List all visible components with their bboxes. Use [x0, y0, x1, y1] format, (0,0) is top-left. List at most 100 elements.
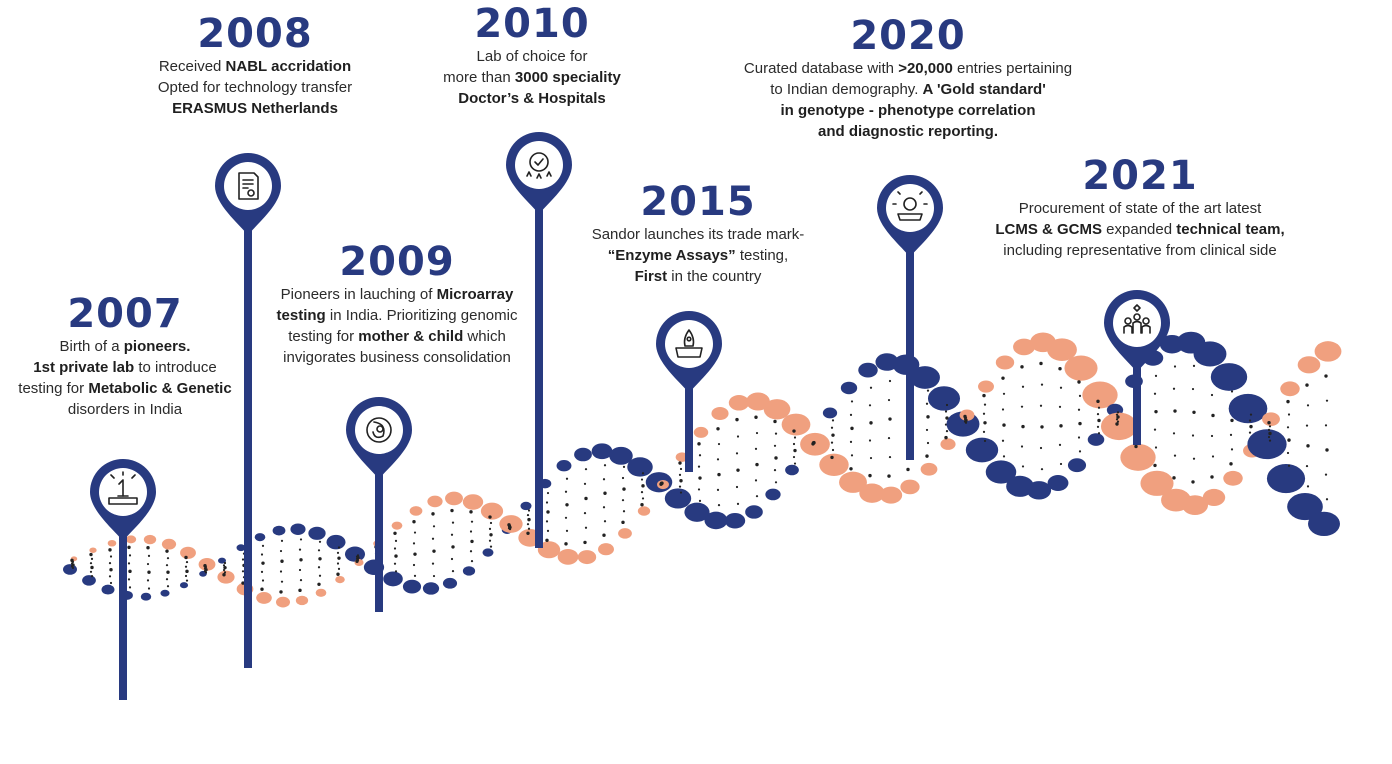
dna-rung-dot — [1097, 418, 1101, 423]
dna-rung-dot — [584, 526, 588, 529]
dna-strand-navy-dot — [965, 437, 999, 463]
dna-rung-dot — [299, 538, 303, 541]
dna-rung-dot — [165, 549, 169, 553]
dna-rung-dot — [450, 533, 454, 536]
dna-rung-dot — [1248, 431, 1252, 434]
dna-rung-dot — [887, 474, 891, 478]
dna-rung-dot — [888, 455, 892, 459]
dna-rung-dot — [261, 561, 265, 565]
dna-rung-dot — [603, 491, 607, 495]
pin-icon-background — [886, 184, 934, 232]
dna-rung-dot — [1001, 408, 1005, 411]
dna-rung-dot — [431, 512, 435, 516]
dna-rung-dot — [1211, 413, 1215, 418]
dna-rung-dot — [109, 581, 113, 585]
dna-rung-dot — [1097, 432, 1101, 435]
dna-rung-dot — [185, 579, 189, 582]
dna-rung-dot — [393, 547, 397, 550]
dna-rung-dot — [564, 542, 568, 546]
dna-rung-dot — [1192, 364, 1196, 367]
dna-rung-dot — [526, 523, 530, 526]
dna-rung-dot — [279, 590, 283, 594]
dna-rung-dot — [413, 552, 417, 556]
dna-rung-dot — [602, 533, 606, 537]
timeline-pin-2010 — [506, 132, 572, 548]
dna-rung-dot — [792, 442, 796, 446]
dna-rung-dot — [1172, 432, 1176, 435]
dna-strand-salmon-dot — [180, 546, 196, 559]
dna-rung-dot — [1116, 420, 1120, 423]
dna-rung-dot — [222, 573, 226, 577]
dna-rung-dot — [261, 544, 265, 547]
dna-rung-dot — [432, 574, 436, 578]
dna-rung-dot — [336, 551, 340, 554]
dna-strand-navy-dot — [140, 592, 152, 601]
dna-strand-salmon-dot — [335, 575, 345, 584]
dna-strand-salmon-dot — [125, 535, 137, 544]
dna-strand-navy-dot — [63, 564, 77, 575]
dna-rung-dot — [1325, 448, 1329, 452]
milestone-year: 2015 — [640, 179, 756, 225]
dna-rung-dot — [1324, 374, 1328, 378]
dna-rung-dot — [165, 564, 169, 567]
dna-rung-dot — [849, 413, 853, 417]
dna-rung-dot — [622, 465, 626, 469]
dna-rung-dot — [1230, 390, 1234, 393]
dna-rung-dot — [1096, 425, 1100, 428]
dna-strand-salmon-dot — [711, 406, 729, 421]
dna-strand-salmon-dot — [577, 550, 597, 565]
dna-rung-dot — [1267, 421, 1271, 425]
dna-rung-dot — [1249, 413, 1253, 416]
dna-rung-dot — [925, 454, 929, 458]
description-line: Sandor launches its trade mark- — [591, 226, 805, 243]
dna-rung-dot — [222, 568, 226, 572]
dna-rung-dot — [90, 565, 94, 570]
dna-strand-navy-dot — [1247, 429, 1287, 460]
dna-rung-dot — [545, 538, 549, 542]
dna-rung-dot — [128, 554, 132, 557]
dna-strand-salmon-dot — [391, 521, 403, 530]
dna-strand-salmon-dot — [537, 541, 561, 559]
dna-rung-dot — [887, 436, 891, 440]
description-line: and diagnostic reporting. — [817, 123, 998, 140]
dna-strand-navy-dot — [840, 381, 858, 395]
dna-rung-dot — [603, 520, 607, 523]
dna-rung-dot — [849, 440, 853, 443]
dna-rung-dot — [1230, 448, 1234, 451]
dna-rung-dot — [584, 468, 588, 471]
dna-rung-dot — [488, 539, 492, 542]
description-line: First in the country — [634, 268, 762, 285]
dna-rung-dot — [850, 426, 854, 431]
dna-rung-dot — [773, 419, 777, 424]
dna-strand-navy-dot — [910, 366, 940, 389]
dna-rung-dot — [1059, 462, 1063, 466]
dna-strand-navy-dot — [609, 446, 633, 465]
dna-rung-dot — [432, 549, 436, 553]
dna-strand-navy-dot — [520, 501, 532, 511]
dna-rung-dot — [641, 497, 645, 500]
milestone-year: 2021 — [1082, 153, 1198, 199]
dna-rung-dot — [716, 458, 720, 461]
pin-icon-background — [1113, 299, 1161, 347]
dna-strand-navy-dot — [344, 546, 366, 562]
dna-rung-dot — [412, 520, 416, 524]
dna-rung-dot — [925, 428, 929, 432]
dna-strand-salmon-dot — [107, 539, 117, 547]
dna-strand-navy-dot — [101, 584, 115, 595]
dna-rung-dot — [926, 441, 930, 445]
dna-rung-dot — [774, 481, 778, 484]
dna-rung-dot — [717, 504, 721, 507]
dna-strand-salmon-dot — [1297, 356, 1321, 374]
dna-rung-dot — [868, 473, 872, 478]
dna-rung-dot — [716, 427, 720, 431]
dna-rung-dot — [89, 552, 93, 557]
dna-strand-navy-dot — [383, 571, 403, 587]
dna-rung-dot — [735, 417, 739, 422]
dna-rung-dot — [489, 533, 493, 537]
milestone-year: 2020 — [850, 13, 966, 59]
milestone-description: Sandor launches its trade mark-“Enzyme A… — [568, 224, 828, 287]
dna-strand-salmon-dot — [1314, 341, 1342, 362]
dna-strand-navy-dot — [664, 488, 692, 509]
dna-rung-dot — [1078, 394, 1082, 397]
